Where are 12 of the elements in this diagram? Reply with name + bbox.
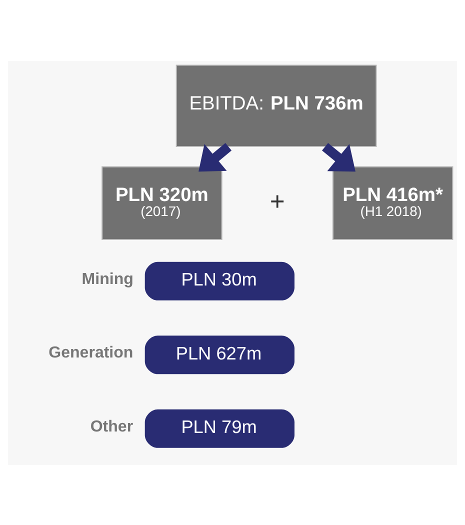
node-box: EBITDA: PLN 736m	[176, 64, 377, 147]
node-box: PLN 30m	[144, 261, 294, 300]
node-label: Other	[90, 416, 134, 435]
node-box: PLN 416m* (H1 2018)	[332, 166, 454, 240]
node-label: Mining	[82, 269, 134, 288]
label: +	[270, 187, 285, 216]
node-box: PLN 79m	[144, 408, 294, 448]
arrow	[322, 142, 356, 172]
arrow	[198, 142, 232, 172]
node-box: PLN 320m (2017)	[102, 166, 222, 240]
node-label: Generation	[48, 343, 134, 362]
node-box: PLN 627m	[144, 335, 294, 374]
